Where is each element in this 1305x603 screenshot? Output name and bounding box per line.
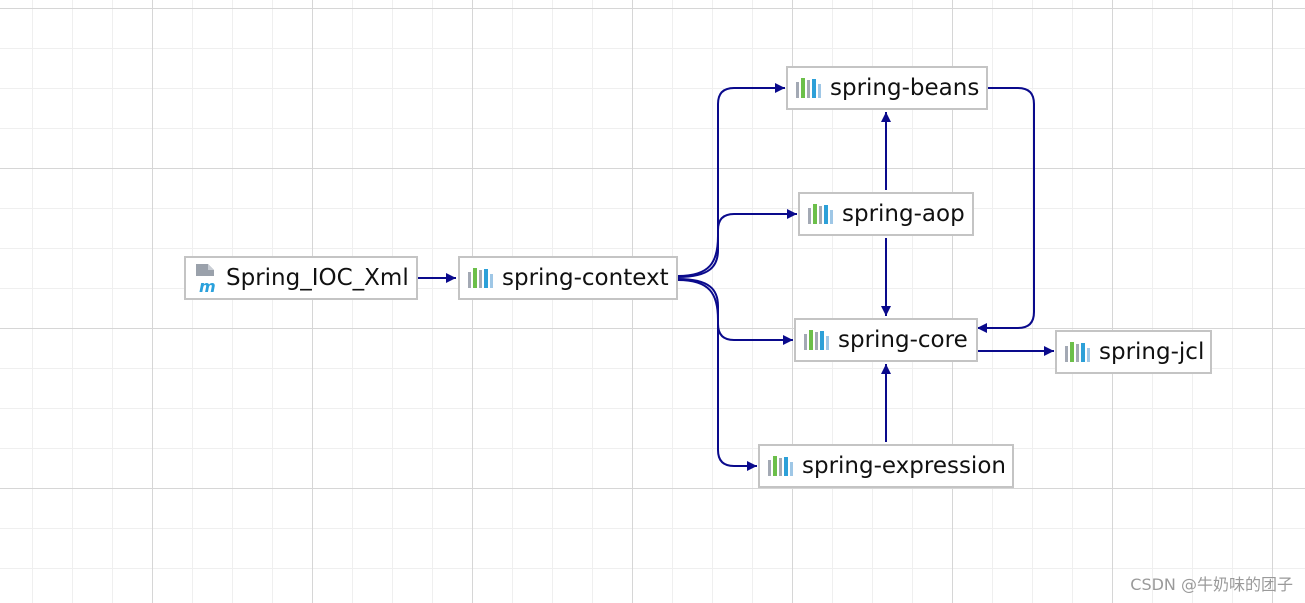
edge-context-to-core <box>677 278 793 345</box>
maven-module-icon: m <box>196 264 216 294</box>
node-spring-expression[interactable]: spring-expression <box>758 444 1014 488</box>
node-spring-core[interactable]: spring-core <box>794 318 978 362</box>
library-icon <box>796 78 821 98</box>
node-label: spring-expression <box>802 453 1006 479</box>
node-spring-jcl[interactable]: spring-jcl <box>1055 330 1212 374</box>
node-spring-aop[interactable]: spring-aop <box>798 192 974 236</box>
library-icon <box>808 204 833 224</box>
node-label: spring-beans <box>830 75 980 101</box>
edge-context-to-beans <box>677 83 785 277</box>
node-spring-beans[interactable]: spring-beans <box>786 66 988 110</box>
library-icon <box>804 330 829 350</box>
svg-text:m: m <box>199 277 216 294</box>
library-icon <box>768 456 793 476</box>
node-label: Spring_IOC_Xml <box>226 265 409 291</box>
edge-context-to-aop <box>677 209 797 278</box>
watermark: CSDN @牛奶味的团子 <box>1130 575 1293 594</box>
node-label: spring-core <box>838 327 968 353</box>
node-label: spring-context <box>502 265 669 291</box>
node-label: spring-aop <box>842 201 965 227</box>
edge-context-to-expression <box>677 279 757 471</box>
edge-beans-to-core <box>977 87 1035 333</box>
library-icon <box>468 268 493 288</box>
node-spring-ioc-xml[interactable]: m Spring_IOC_Xml <box>184 256 418 300</box>
library-icon <box>1065 342 1090 362</box>
node-spring-context[interactable]: spring-context <box>458 256 678 300</box>
node-label: spring-jcl <box>1099 339 1205 365</box>
